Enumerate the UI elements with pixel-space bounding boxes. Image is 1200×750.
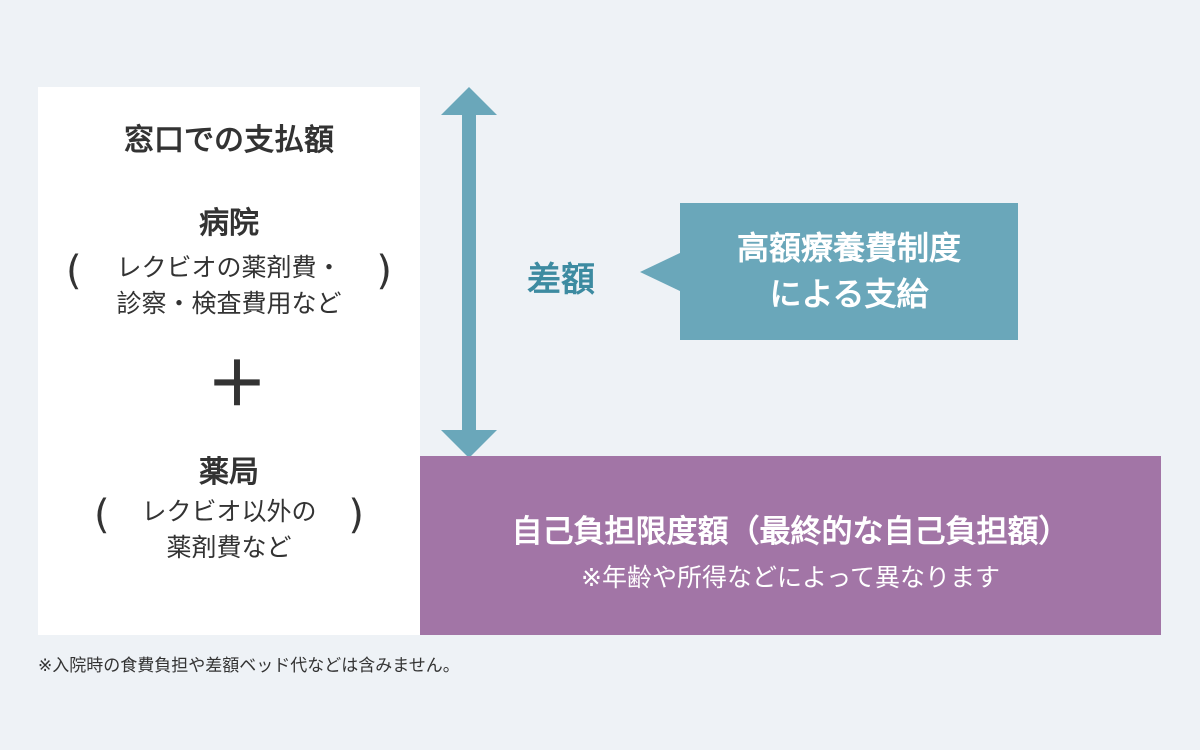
pharmacy-detail-line-1: レクビオ以外の [141, 497, 317, 526]
close-paren-icon: ) [348, 492, 364, 538]
hospital-detail: ( レクビオの薬剤費・ 診察・検査費用など ) [38, 248, 420, 322]
copay-limit-title: 自己負担限度額（最終的な自己負担額） [511, 514, 1070, 550]
close-paren-icon: ) [376, 248, 392, 294]
difference-label: 差額 [527, 260, 595, 300]
callout-line-1: 高額療養費制度 [736, 229, 961, 267]
copay-limit-box: 自己負担限度額（最終的な自己負担額） ※年齢や所得などによって異なります [420, 456, 1161, 635]
pharmacy-heading: 薬局 [199, 455, 259, 490]
high-cost-benefit-callout: 高額療養費制度 による支給 [680, 203, 1018, 340]
plus-icon: ＋ [207, 350, 267, 420]
open-paren-icon: ( [94, 492, 110, 538]
payment-panel [38, 87, 420, 635]
hospital-detail-line-2: 診察・検査費用など [116, 289, 342, 318]
hospital-heading: 病院 [199, 206, 259, 241]
callout-pointer-icon [640, 252, 682, 292]
hospital-detail-line-1: レクビオの薬剤費・ [116, 253, 342, 282]
pharmacy-detail-line-2: 薬剤費など [166, 533, 292, 562]
open-paren-icon: ( [66, 248, 82, 294]
footnote: ※入院時の食費負担や差額ベッド代などは含みません。 [38, 656, 460, 676]
arrow-down-icon [441, 430, 497, 458]
window-payment-title: 窓口での支払額 [124, 123, 334, 158]
callout-line-2: による支給 [769, 275, 929, 313]
pharmacy-detail: ( レクビオ以外の 薬剤費など ) [38, 492, 420, 566]
copay-limit-note: ※年齢や所得などによって異なります [581, 563, 1000, 592]
double-arrow-shaft [462, 108, 476, 432]
